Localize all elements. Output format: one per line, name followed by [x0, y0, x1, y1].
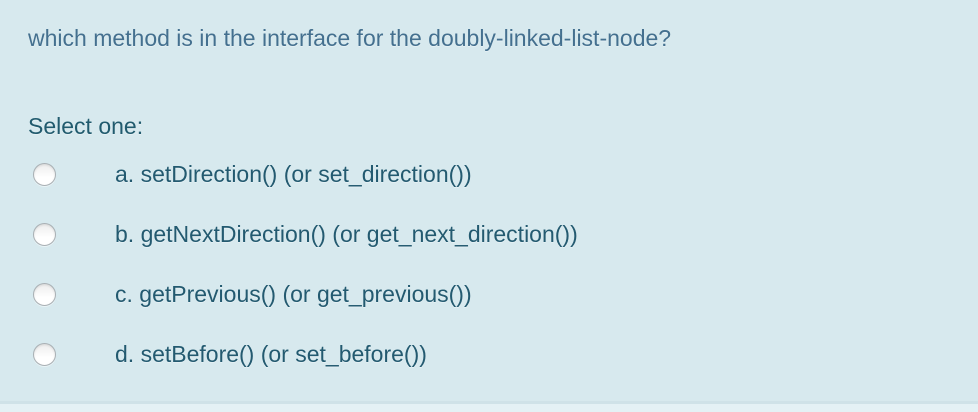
option-label-d[interactable]: d. setBefore() (or set_before()) — [115, 341, 427, 367]
option-label-c[interactable]: c. getPrevious() (or get_previous()) — [115, 281, 472, 307]
option-label-a[interactable]: a. setDirection() (or set_direction()) — [115, 161, 472, 187]
answer-options-list: a. setDirection() (or set_direction()) b… — [0, 144, 978, 384]
radio-button-b[interactable] — [33, 222, 56, 246]
question-text: which method is in the interface for the… — [28, 25, 672, 51]
answer-option-c[interactable]: c. getPrevious() (or get_previous()) — [28, 264, 950, 324]
radio-button-a[interactable] — [33, 162, 56, 186]
answer-option-b[interactable]: b. getNextDirection() (or get_next_direc… — [28, 204, 950, 264]
radio-button-c[interactable] — [33, 282, 56, 306]
radio-button-d[interactable] — [33, 342, 56, 366]
answer-option-d[interactable]: d. setBefore() (or set_before()) — [28, 324, 950, 384]
option-label-b[interactable]: b. getNextDirection() (or get_next_direc… — [115, 221, 578, 247]
select-one-label: Select one: — [28, 113, 144, 139]
answer-option-a[interactable]: a. setDirection() (or set_direction()) — [28, 144, 950, 204]
